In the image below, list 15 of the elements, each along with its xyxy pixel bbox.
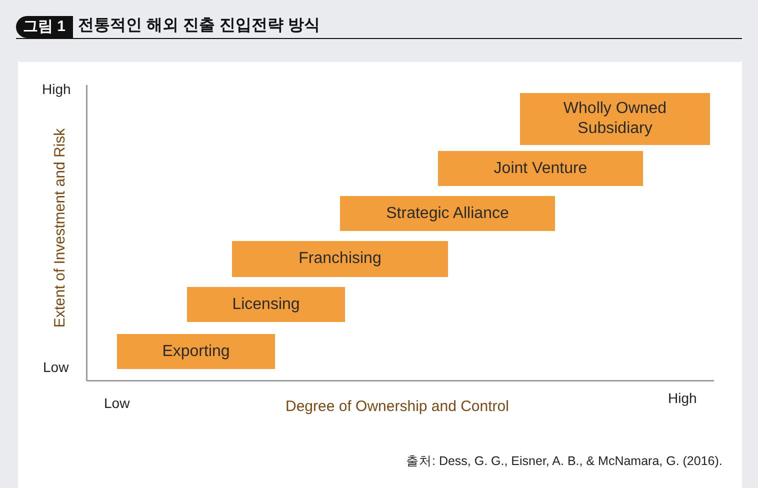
entry-mode-box: Wholly Owned Subsidiary	[520, 93, 710, 145]
figure-title: 전통적인 해외 진출 진입전략 방식	[78, 16, 320, 36]
figure-number: 그림 1	[16, 16, 73, 38]
axis-end-label: Low	[104, 395, 130, 411]
axis-title: Extent of Investment and Risk	[51, 128, 70, 328]
entry-mode-box: Strategic Alliance	[340, 196, 555, 231]
entry-mode-box: Joint Venture	[438, 151, 643, 186]
entry-mode-box: Licensing	[187, 287, 345, 322]
axis-title: Degree of Ownership and Control	[286, 398, 509, 416]
axis-end-label: High	[42, 81, 71, 97]
axis-end-label: High	[668, 390, 697, 406]
source-note: 출처: Dess, G. G., Eisner, A. B., & McNamara, G. (2016).	[406, 454, 722, 469]
entry-mode-box: Franchising	[232, 241, 448, 277]
entry-mode-box: Exporting	[117, 334, 275, 369]
axis-end-label: Low	[43, 359, 69, 375]
